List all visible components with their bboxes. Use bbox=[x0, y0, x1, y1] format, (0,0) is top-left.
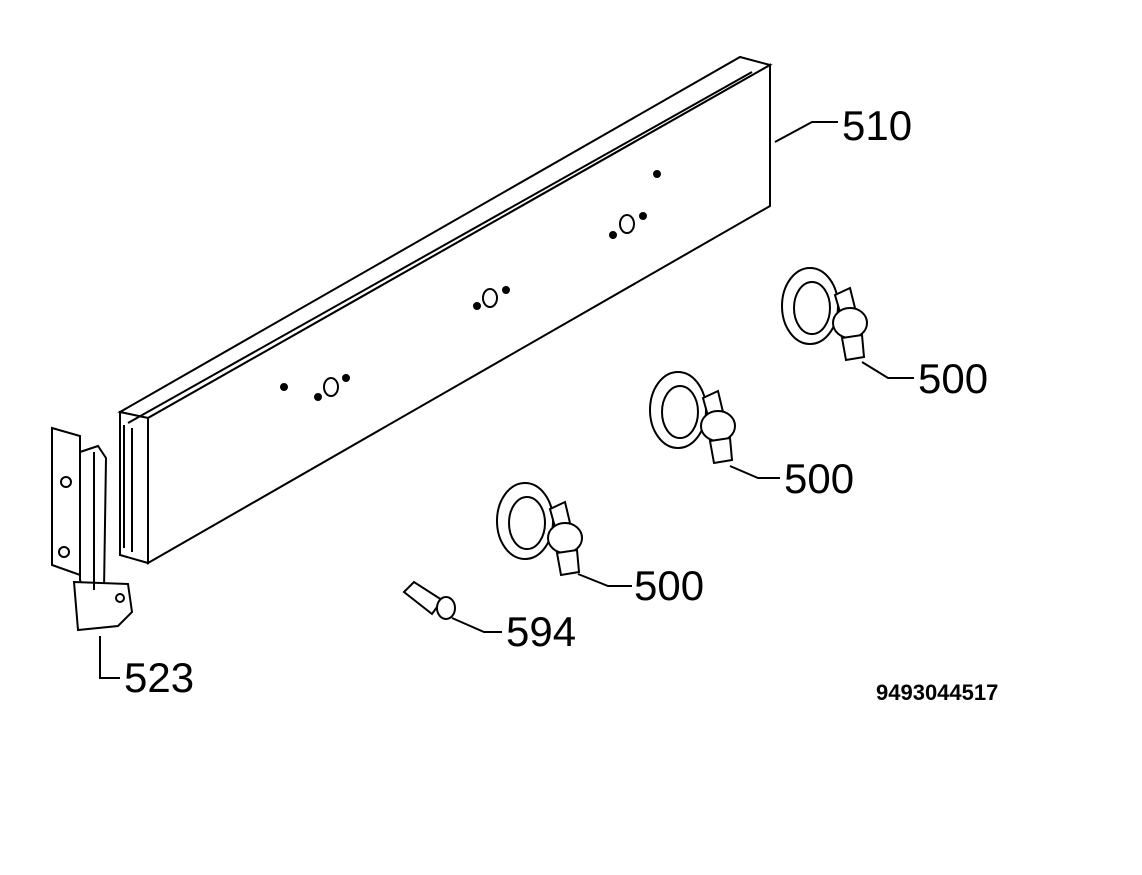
part-label-500-bottom: 500 bbox=[634, 562, 704, 609]
part-label-523: 523 bbox=[124, 654, 194, 701]
panel-holes bbox=[280, 170, 661, 401]
knob-icon bbox=[496, 482, 583, 577]
part-label-500-top: 500 bbox=[918, 355, 988, 402]
part-label-510: 510 bbox=[842, 102, 912, 149]
part-label-500-middle: 500 bbox=[784, 455, 854, 502]
knob-icon bbox=[649, 371, 736, 465]
leader-lines bbox=[99, 121, 914, 679]
drawing-number: 9493044517 bbox=[876, 680, 998, 705]
pin-icon bbox=[402, 580, 456, 620]
knob-icon bbox=[781, 267, 868, 362]
control-panel bbox=[117, 55, 773, 565]
part-label-594: 594 bbox=[506, 608, 576, 655]
bracket-icon bbox=[51, 426, 134, 632]
